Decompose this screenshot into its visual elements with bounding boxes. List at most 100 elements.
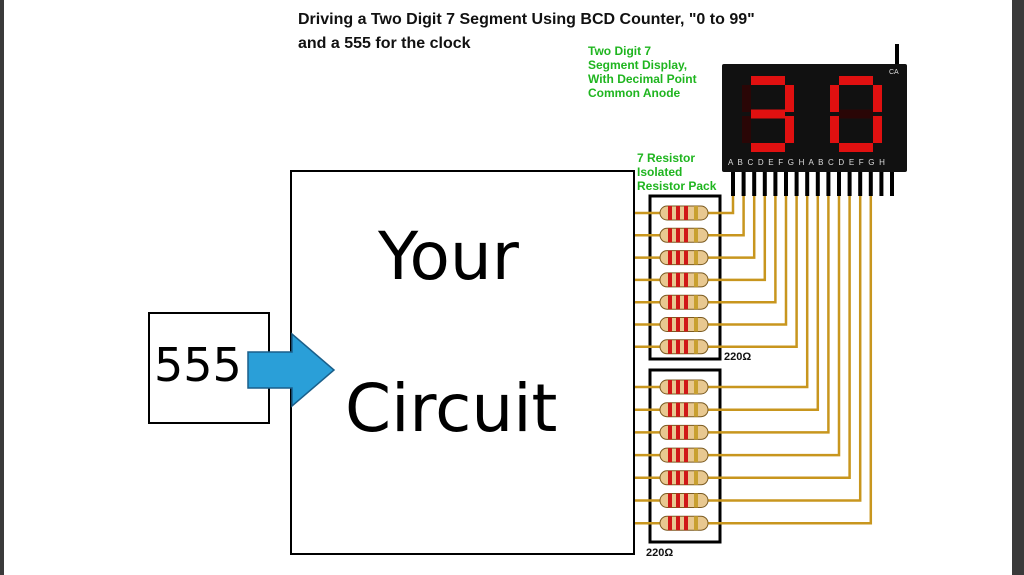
resistor-top-2-band-1	[668, 228, 672, 243]
resistor-top-6-band-1	[668, 317, 672, 332]
timer-555-label: 555	[154, 338, 242, 392]
resistor-top-5-band-2	[676, 295, 680, 310]
display-pin-14	[868, 172, 873, 196]
title-line-1: Driving a Two Digit 7 Segment Using BCD …	[298, 11, 755, 28]
digit-1-segment-f	[742, 85, 751, 112]
resistor-top-5-band-1	[668, 295, 672, 310]
resistor-bottom-4-band-2	[676, 448, 680, 463]
resistor-top-7-band-3	[684, 339, 688, 354]
resistor-bottom-2-band-3	[684, 402, 688, 417]
resistor-top-6-band-2	[676, 317, 680, 332]
display-pin-3	[752, 172, 757, 196]
digit-2-segment-b	[873, 85, 882, 112]
your-circuit-box	[290, 170, 635, 555]
digit-2-segment-g	[839, 109, 873, 119]
circuit-label-circuit: Circuit	[345, 370, 558, 447]
left-frame-border	[0, 0, 4, 575]
wire-9	[708, 196, 820, 411]
resistor-bottom-3-band-1	[668, 425, 672, 440]
digit-2-segment-c	[873, 116, 882, 143]
resistor-top-5-band-4	[694, 295, 698, 310]
resistor-top-4-band-3	[684, 272, 688, 287]
display-label-line-2: Segment Display,	[588, 58, 688, 72]
display-pin-15	[879, 172, 884, 196]
resistor-top-2-band-2	[676, 228, 680, 243]
resistor-pack-top	[648, 194, 722, 361]
resistor-top-1-band-2	[676, 206, 680, 220]
display-label-line-1: Two Digit 7	[588, 44, 652, 58]
display-pin-13	[858, 172, 863, 196]
digit-1-segment-d	[751, 143, 785, 152]
resistor-bottom-7-band-4	[694, 516, 698, 531]
display-pin-10	[826, 172, 831, 196]
wire-4	[708, 196, 767, 282]
digit-1-segment-c	[785, 116, 794, 143]
resistor-value-top: 220Ω	[724, 351, 752, 363]
display-label-line-3: With Decimal Point	[588, 72, 697, 86]
display-pin-2	[741, 172, 746, 196]
resistor-bottom-3-band-3	[684, 425, 688, 440]
resistor-bottom-4-band-3	[684, 448, 688, 463]
digit-1-segment-a	[751, 76, 785, 85]
resistor-bottom-5-band-1	[668, 470, 672, 485]
resistor-top-7-band-2	[676, 339, 680, 354]
resistor-top-2-band-4	[694, 228, 698, 243]
wire-1	[708, 196, 735, 215]
right-frame-border	[1012, 0, 1024, 575]
resistor-bottom-1-band-2	[676, 380, 680, 394]
resistor-bottom-7-band-2	[676, 516, 680, 531]
digit-1-segment-e	[742, 116, 751, 143]
resistor-bottom-3-band-4	[694, 425, 698, 440]
resistor-bottom-5-band-2	[676, 470, 680, 485]
diagram-title: Driving a Two Digit 7 Segment Using BCD …	[298, 8, 755, 56]
digit-1-segment-g	[751, 109, 785, 119]
resistor-top-3-band-4	[694, 250, 698, 265]
display-pin-5	[773, 172, 778, 196]
wire-2	[708, 196, 745, 237]
resistor-top-3-band-1	[668, 250, 672, 265]
display-pin-6	[784, 172, 788, 196]
wire-6	[708, 196, 788, 326]
wire-14	[708, 196, 873, 525]
resistor-top-7-band-4	[694, 339, 698, 354]
digit-2-segment-d	[839, 143, 873, 152]
circuit-label-your: Your	[378, 218, 519, 295]
resistor-bottom-6-band-1	[668, 493, 672, 508]
resistor-top-6-band-4	[694, 317, 698, 332]
resistor-bottom-5-band-4	[694, 470, 698, 485]
resistor-bottom-1-band-4	[694, 380, 698, 394]
resistor-bottom-2-band-4	[694, 402, 698, 417]
display-pin-7	[794, 172, 799, 196]
resistor-top-4-band-4	[694, 272, 698, 287]
resistor-bottom-4-band-4	[694, 448, 698, 463]
resistor-top-2-band-3	[684, 228, 688, 243]
resistor-bottom-3-band-2	[676, 425, 680, 440]
display-pin-labels: A B C D E F G H A B C D E F G H	[728, 158, 886, 167]
digit-2-segment-a	[839, 76, 873, 85]
display-pin-9	[815, 172, 820, 196]
resistor-top-4-band-2	[676, 272, 680, 287]
wire-5	[708, 196, 777, 304]
wire-3	[708, 196, 756, 259]
wire-10	[708, 196, 830, 434]
display-pin-16	[890, 172, 894, 196]
resistor-pack-label: 7 Resistor Isolated Resistor Pack	[637, 151, 716, 193]
display-label: Two Digit 7 Segment Display, With Decima…	[588, 44, 697, 100]
wire-13	[708, 196, 862, 502]
display-pin-1	[731, 172, 735, 196]
resistor-value-bottom: 220Ω	[646, 547, 674, 559]
resistor-bottom-7-band-1	[668, 516, 672, 531]
resistor-bottom-2-band-2	[676, 402, 680, 417]
display-label-line-4: Common Anode	[588, 86, 681, 100]
resistor-bottom-1-band-3	[684, 380, 688, 394]
digit-2-segment-e	[830, 116, 839, 143]
resistor-bottom-2-band-1	[668, 402, 672, 417]
display-pin-12	[847, 172, 852, 196]
resistor-top-3-band-2	[676, 250, 680, 265]
resistor-bottom-6-band-3	[684, 493, 688, 508]
display-pin-8	[805, 172, 810, 196]
resistor-bottom-6-band-2	[676, 493, 680, 508]
wire-12	[708, 196, 851, 480]
resistor-label-line-3: Resistor Pack	[637, 179, 717, 193]
